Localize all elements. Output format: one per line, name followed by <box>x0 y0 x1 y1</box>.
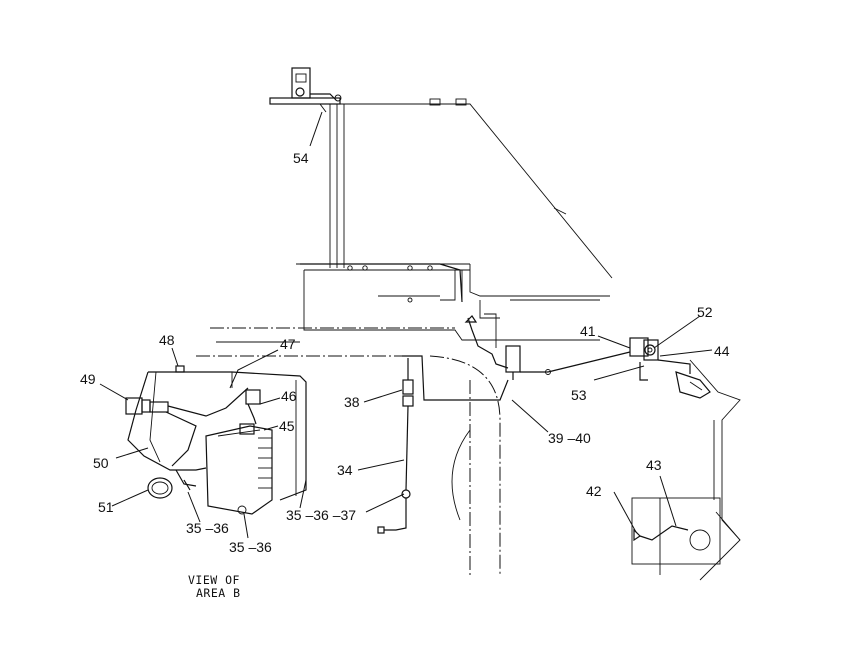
view-caption: VIEW OF AREA B <box>188 573 241 600</box>
callout-43: 43 <box>646 457 662 473</box>
callout-46: 46 <box>281 388 297 404</box>
callout-35-36-a: 35 –36 <box>186 520 229 536</box>
callout-35-36-37: 35 –36 –37 <box>286 507 356 523</box>
callout-54: 54 <box>293 150 309 166</box>
callout-51: 51 <box>98 499 114 515</box>
callout-52: 52 <box>697 304 713 320</box>
caption-line-1: VIEW OF <box>188 573 240 587</box>
callout-42: 42 <box>586 483 602 499</box>
callout-34: 34 <box>337 462 353 478</box>
callout-48: 48 <box>159 332 175 348</box>
callout-49: 49 <box>80 371 96 387</box>
callout-47: 47 <box>280 336 296 352</box>
leader-lines <box>99 111 713 539</box>
left-unit-assembly <box>125 365 307 515</box>
callout-50: 50 <box>93 455 109 471</box>
callout-39-40: 39 –40 <box>548 430 591 446</box>
callout-53: 53 <box>571 387 587 403</box>
callout-44: 44 <box>714 343 730 359</box>
harness-main <box>300 263 631 380</box>
harness-34 <box>377 355 509 534</box>
top-bracket-assembly <box>269 67 342 113</box>
callout-45: 45 <box>279 418 295 434</box>
callout-35-36-b: 35 –36 <box>229 539 272 555</box>
right-unit-assembly <box>629 337 711 542</box>
callout-labels: 54 48 47 49 46 45 50 51 35 –36 35 –36 35… <box>80 150 730 555</box>
callout-38: 38 <box>344 394 360 410</box>
caption-line-2: AREA B <box>196 586 241 600</box>
frame-outline <box>196 98 741 581</box>
callout-41: 41 <box>580 323 596 339</box>
